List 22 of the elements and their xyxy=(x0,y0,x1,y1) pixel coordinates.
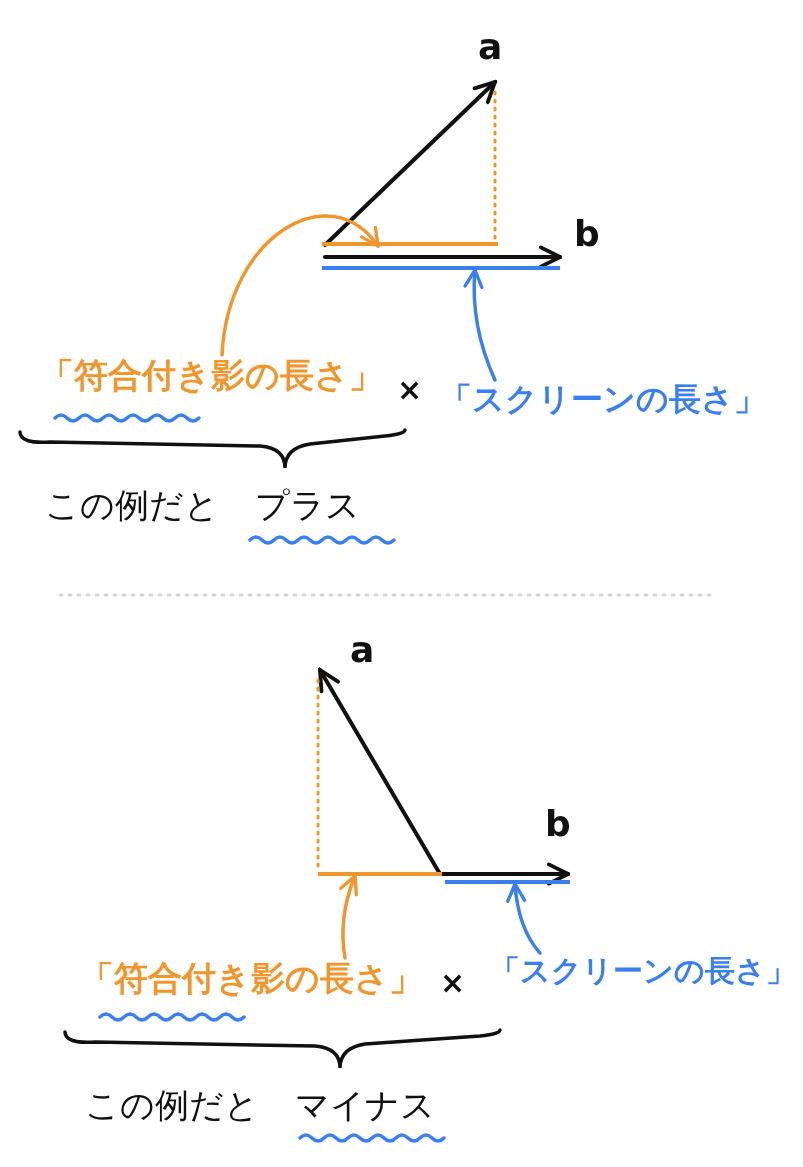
note-text: プラス xyxy=(255,485,360,526)
label-text: 「スクリーンの長さ」 xyxy=(490,953,796,989)
vector-label: a xyxy=(478,25,503,69)
multiply-sign: × xyxy=(397,372,423,408)
arrow xyxy=(220,214,380,357)
note-text: マイナス xyxy=(295,1085,435,1126)
note-text: この例だと xyxy=(45,485,219,526)
vector-label: a xyxy=(350,628,375,672)
vector-label: b xyxy=(545,802,571,846)
arrow xyxy=(506,882,542,955)
line-segment xyxy=(322,266,560,270)
arrow xyxy=(463,268,497,382)
label-text: 「符合付き影の長さ」 xyxy=(40,355,383,396)
line-segment xyxy=(445,880,570,884)
multiply-sign: × xyxy=(440,965,466,1001)
vector-label: b xyxy=(574,212,600,256)
arrow xyxy=(339,874,359,960)
note-text: この例だと xyxy=(85,1085,259,1126)
line-segment xyxy=(322,242,498,246)
label-text: 「符合付き影の長さ」 xyxy=(80,958,423,999)
line-segment xyxy=(318,872,442,876)
label-text: 「スクリーンの長さ」 xyxy=(440,380,766,419)
